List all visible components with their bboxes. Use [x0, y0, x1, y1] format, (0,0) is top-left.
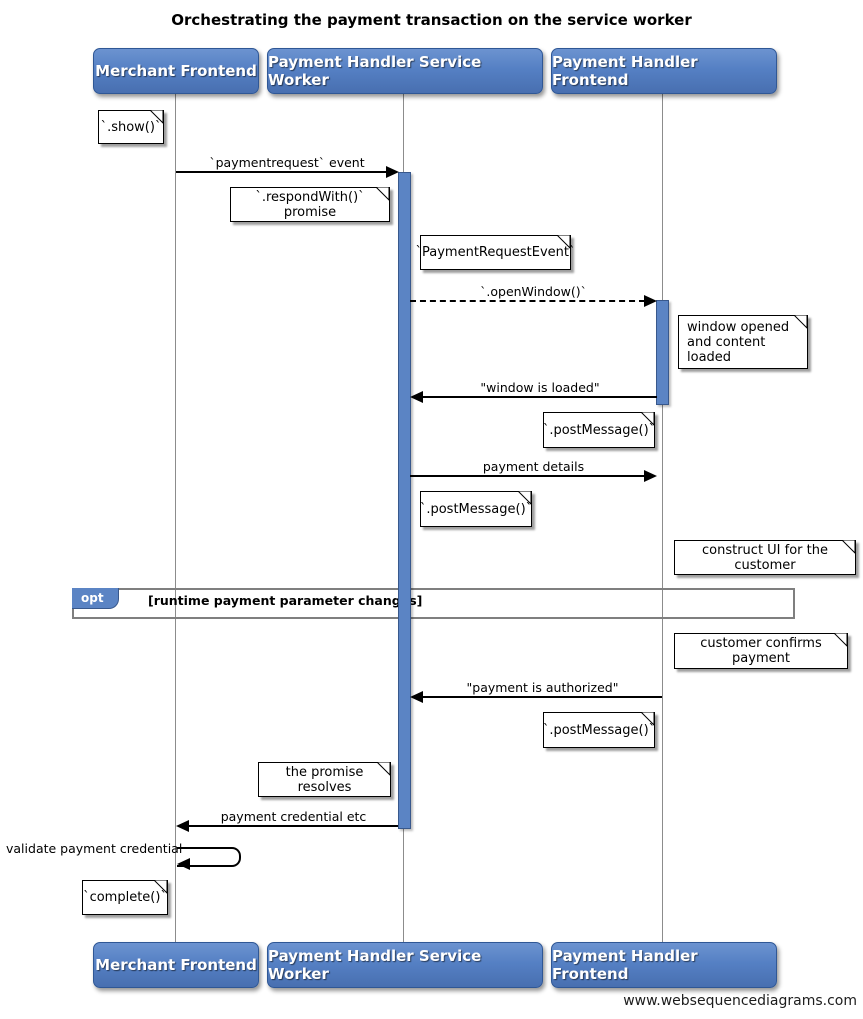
actor-label: Payment Handler Service Worker — [268, 947, 482, 983]
note-text: `.respondWith()` promise — [255, 189, 365, 220]
opt-fragment: opt [runtime payment parameter changes] — [72, 588, 795, 619]
note-postmessage-1: `.postMessage()` — [543, 412, 655, 448]
note-text: `.postMessage()` — [542, 722, 656, 738]
note-text: window opened and content loaded — [687, 319, 790, 365]
note-complete: `complete()` — [82, 880, 168, 915]
message-label: "payment is authorized" — [466, 680, 619, 695]
actor-label: Payment Handler Frontend — [552, 947, 698, 983]
note-fold-icon — [842, 540, 856, 554]
note-respondwith-promise: `.respondWith()` promise — [230, 187, 390, 222]
note-fold-icon — [641, 712, 655, 726]
note-fold-icon — [557, 235, 571, 249]
note-customer-confirms: customer confirms payment — [674, 633, 848, 669]
lifeline-merchant-frontend — [175, 92, 176, 942]
actor-label: Merchant Frontend — [95, 62, 257, 80]
note-text: construct UI for the customer — [702, 542, 828, 573]
note-postmessage-3: `.postMessage()` — [543, 712, 655, 748]
message-arrow-payment-is-authorized — [423, 696, 662, 698]
opt-guard-label: [runtime payment parameter changes] — [148, 593, 423, 608]
arrowhead-left-icon — [176, 820, 189, 832]
note-text: `PaymentRequestEvent` — [415, 245, 576, 260]
opt-operator-label: opt — [81, 591, 104, 605]
message-arrow-openwindow — [410, 300, 645, 302]
actor-bottom-payment-handler-frontend: Payment Handler Frontend — [551, 942, 777, 988]
message-label: "window is loaded" — [480, 380, 600, 395]
note-construct-ui: construct UI for the customer — [674, 540, 856, 575]
message-label: validate payment credential — [6, 841, 183, 856]
note-fold-icon — [518, 491, 532, 505]
message-label: payment credential etc — [220, 809, 367, 824]
message-arrow-payment-details — [410, 475, 644, 477]
note-fold-icon — [377, 762, 391, 776]
diagram-title: Orchestrating the payment transaction on… — [171, 11, 692, 29]
message-arrow-payment-credential-etc — [189, 825, 398, 827]
actor-top-payment-handler-frontend: Payment Handler Frontend — [551, 48, 777, 94]
actor-label: Merchant Frontend — [95, 956, 257, 974]
message-label: payment details — [482, 459, 585, 474]
lifeline-payment-handler-frontend — [662, 92, 663, 942]
note-show: `.show()` — [98, 110, 164, 144]
note-fold-icon — [641, 412, 655, 426]
note-window-opened: window opened and content loaded — [678, 315, 808, 369]
actor-label: Payment Handler Frontend — [552, 53, 698, 89]
note-text: `.postMessage()` — [542, 422, 656, 438]
note-text: customer confirms payment — [700, 636, 822, 666]
actor-bottom-merchant-frontend: Merchant Frontend — [93, 942, 259, 988]
watermark-url: www.websequencediagrams.com — [623, 993, 857, 1009]
activation-bar-service-worker — [398, 172, 411, 829]
opt-operator-tab: opt — [72, 588, 119, 609]
actor-bottom-payment-handler-service-worker: Payment Handler Service Worker — [267, 942, 543, 988]
message-arrow-window-is-loaded — [423, 396, 657, 398]
arrowhead-left-icon — [410, 691, 423, 703]
note-paymentrequestevent: `PaymentRequestEvent` — [416, 235, 575, 270]
arrowhead-right-icon — [386, 166, 399, 178]
note-fold-icon — [794, 315, 808, 329]
actor-label: Payment Handler Service Worker — [268, 53, 482, 89]
note-fold-icon — [150, 110, 164, 124]
note-text: the promise resolves — [285, 764, 364, 795]
note-postmessage-2: `.postMessage()` — [420, 491, 532, 527]
note-fold-icon — [834, 633, 848, 647]
note-text: `complete()` — [83, 890, 167, 905]
arrowhead-right-icon — [644, 470, 657, 482]
actor-top-payment-handler-service-worker: Payment Handler Service Worker — [267, 48, 543, 94]
message-label: `.openWindow()` — [480, 284, 587, 299]
arrowhead-right-icon — [644, 295, 657, 307]
message-label: `paymentrequest` event — [209, 155, 365, 170]
note-fold-icon — [376, 187, 390, 201]
message-arrow-paymentrequest-event — [176, 171, 387, 173]
actor-top-merchant-frontend: Merchant Frontend — [93, 48, 259, 94]
note-fold-icon — [154, 880, 168, 894]
note-promise-resolves: the promise resolves — [258, 762, 391, 797]
note-text: `.show()` — [100, 119, 162, 135]
note-text: `.postMessage()` — [419, 501, 533, 517]
activation-bar-payment-handler-frontend — [656, 300, 669, 405]
arrowhead-left-icon — [410, 391, 423, 403]
message-arrow-validate-payment-credential — [177, 847, 241, 867]
arrowhead-left-icon — [177, 858, 190, 870]
